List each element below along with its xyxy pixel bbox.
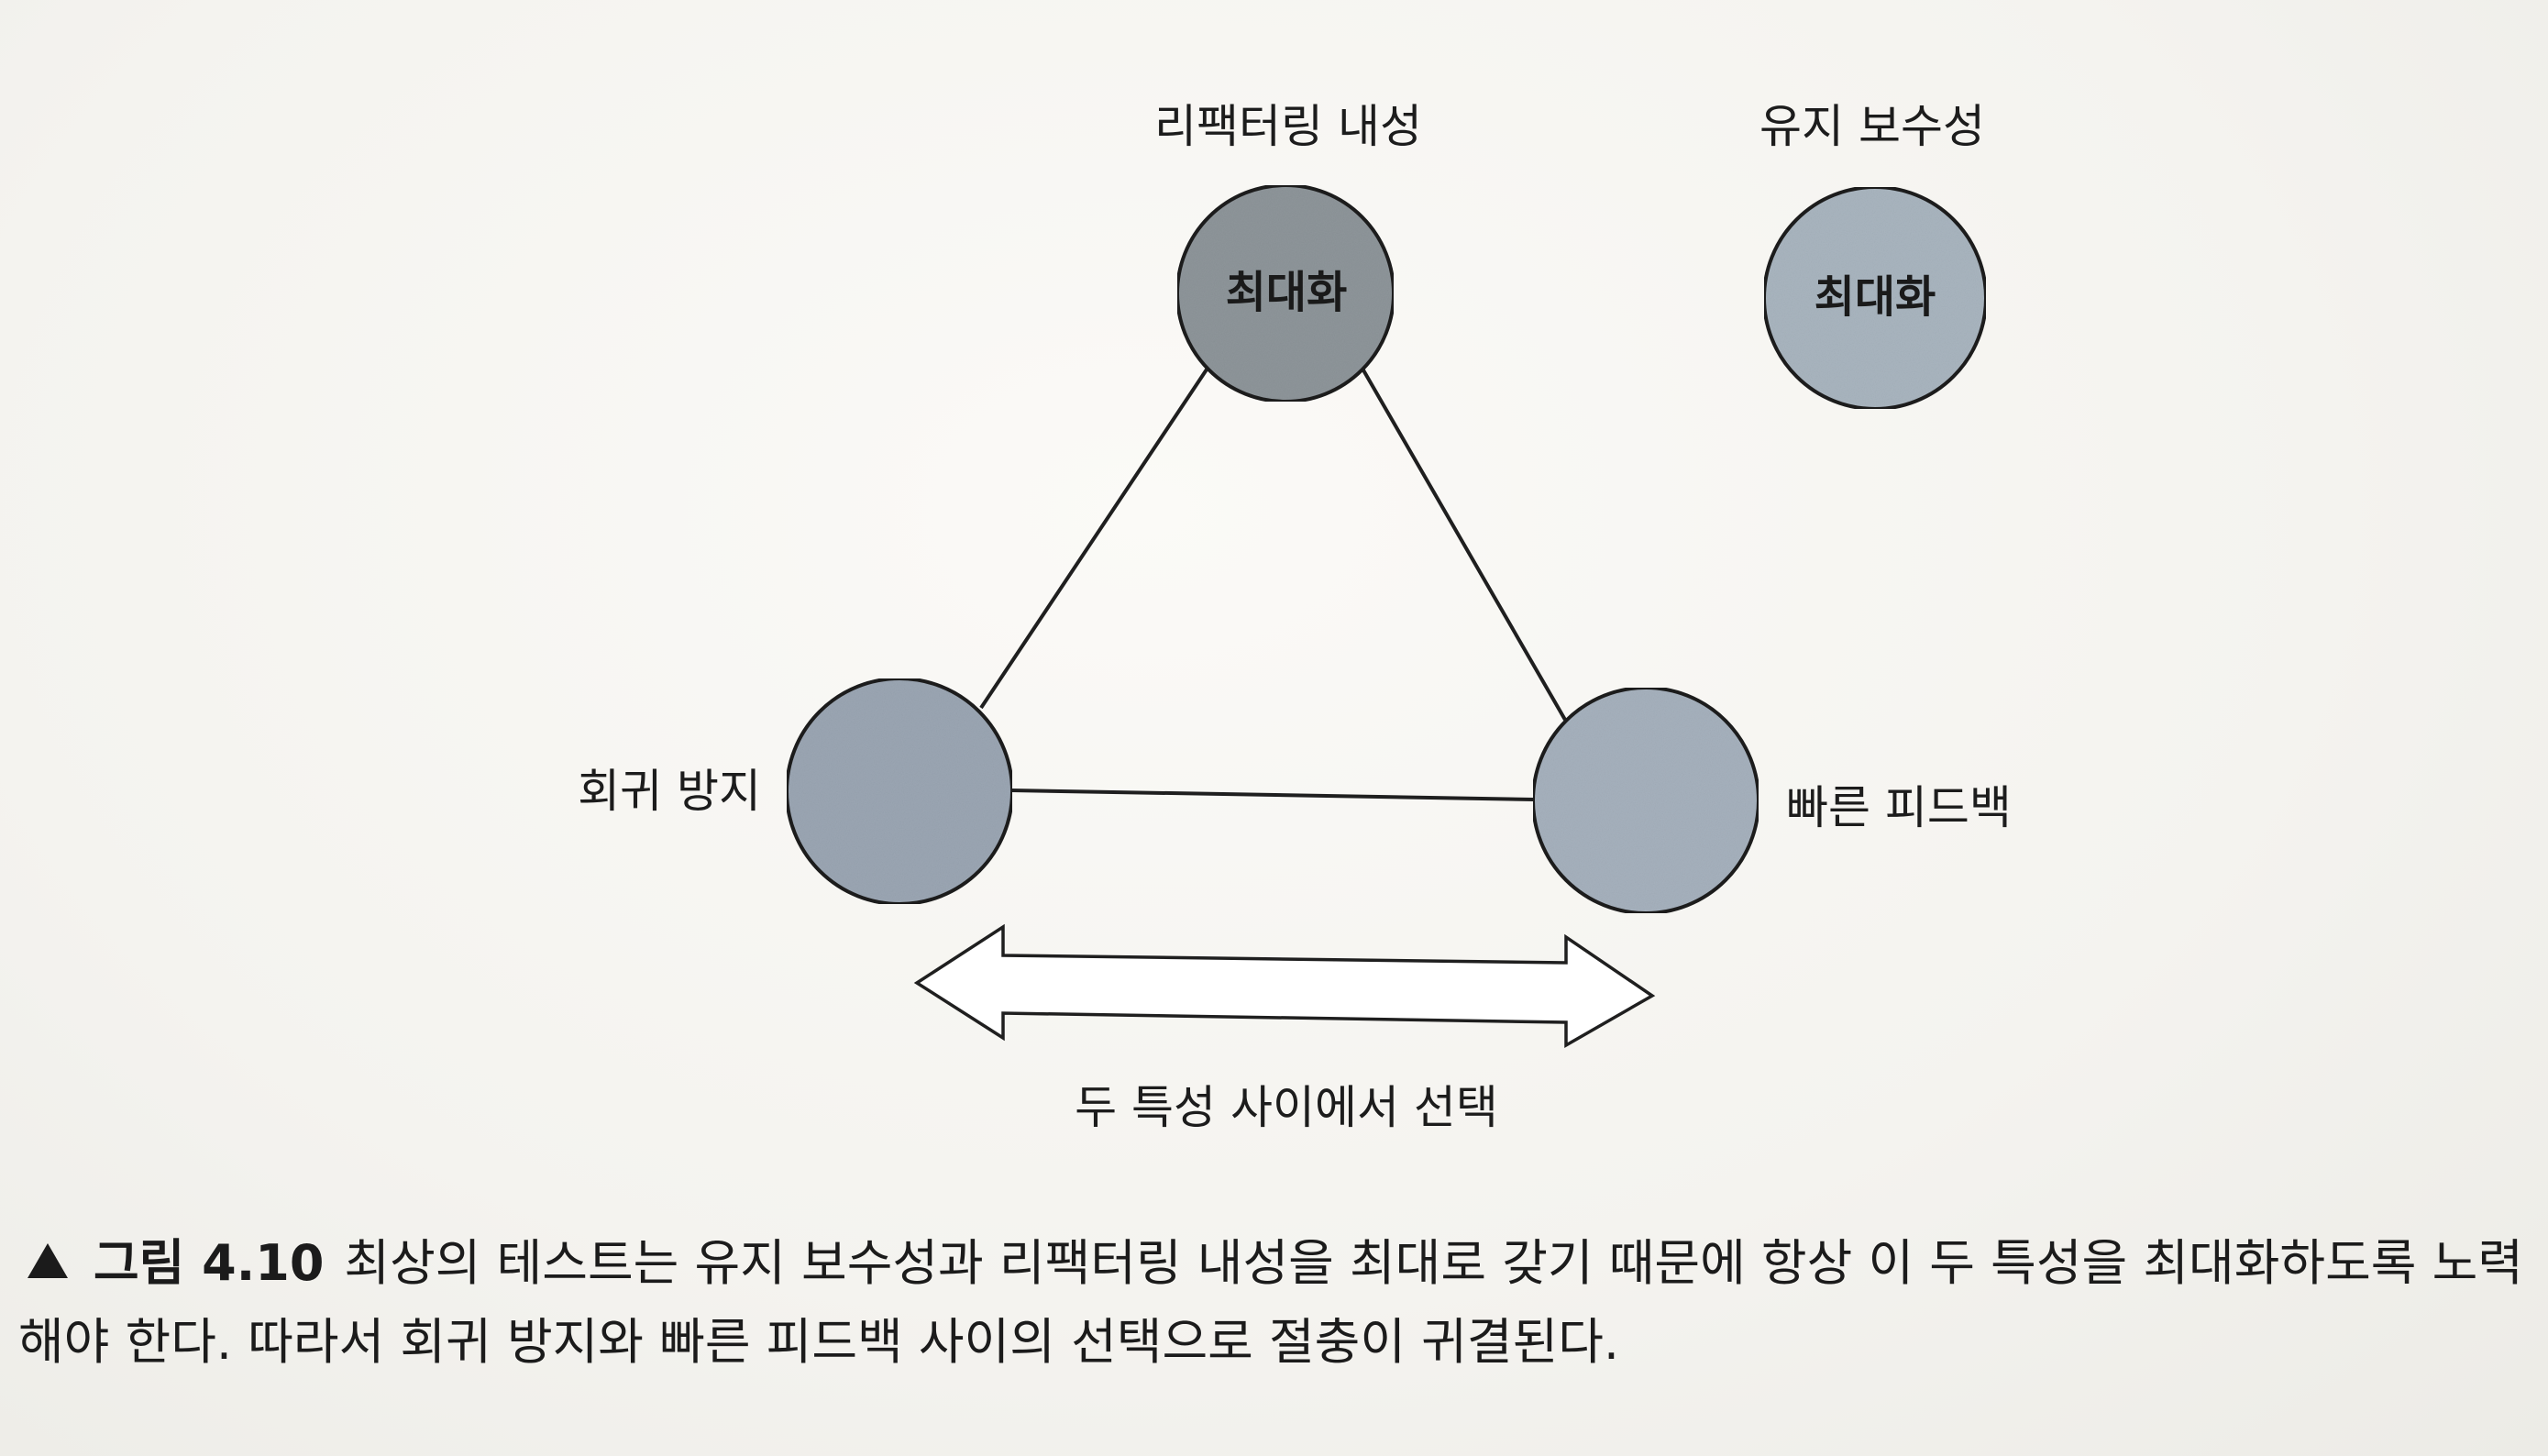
- node-feedback-label: 빠른 피드백: [1786, 781, 2012, 834]
- node-fast-feedback: [1531, 686, 1760, 915]
- edge-refactoring-regression: [979, 365, 1210, 710]
- node-regression-label: 회귀 방지: [578, 765, 761, 818]
- node-refactoring-label: 리팩터링 내성: [1154, 100, 1422, 153]
- node-maintainability: [1762, 185, 1988, 411]
- figure-number: 그림 4.10: [94, 1234, 325, 1292]
- node-refactoring-inner-label: 최대화: [1226, 267, 1347, 318]
- caption-text: 최상의 테스트는 유지 보수성과 리팩터링 내성을 최대로 갖기 때문에 항상 …: [18, 1234, 2523, 1371]
- trade-off-diagram: 최대화 최대화 리팩터링 내성 유지 보수성 회귀 방지 빠른 피드백 두 특성…: [578, 100, 2012, 1134]
- edge-refactoring-feedback: [1361, 368, 1567, 721]
- node-maintainability-inner-label: 최대화: [1814, 271, 1936, 323]
- node-maintainability-label: 유지 보수성: [1759, 100, 1985, 153]
- double-headed-arrow: [913, 923, 1656, 1049]
- arrow-label: 두 특성 사이에서 선택: [1075, 1081, 1498, 1134]
- edge-regression-feedback: [1010, 789, 1535, 801]
- node-refactoring-resistance: [1175, 183, 1395, 403]
- caption-triangle-icon: [28, 1243, 68, 1278]
- node-regression-protection: [785, 677, 1014, 906]
